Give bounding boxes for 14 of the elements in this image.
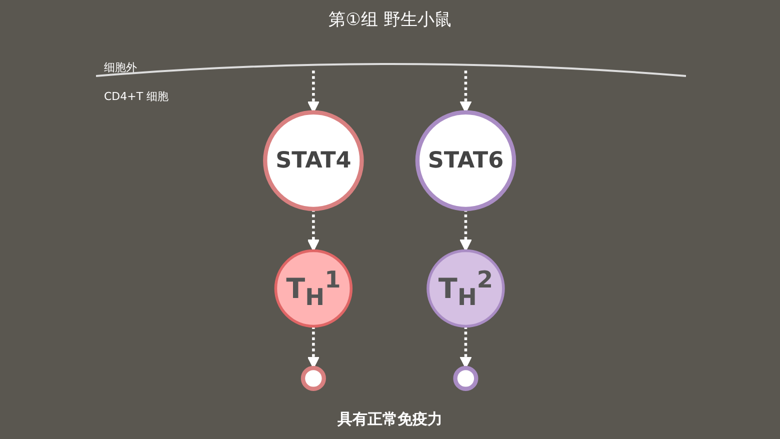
node-circle (454, 366, 479, 391)
title: 第①组 野生小鼠 (328, 9, 452, 31)
region-label: CD4+T 细胞 (104, 89, 169, 104)
arrow (460, 209, 472, 252)
arrow (460, 70, 472, 113)
arrow (460, 326, 472, 369)
arrow (308, 70, 320, 113)
node-circle: STAT4 (263, 110, 364, 212)
caption: 具有正常免疫力 (338, 410, 442, 429)
arrow (308, 326, 320, 369)
node-circle (301, 366, 326, 391)
node-circle: STAT6 (416, 110, 517, 212)
arrow (308, 209, 320, 252)
region-label: 细胞外 (104, 60, 137, 75)
